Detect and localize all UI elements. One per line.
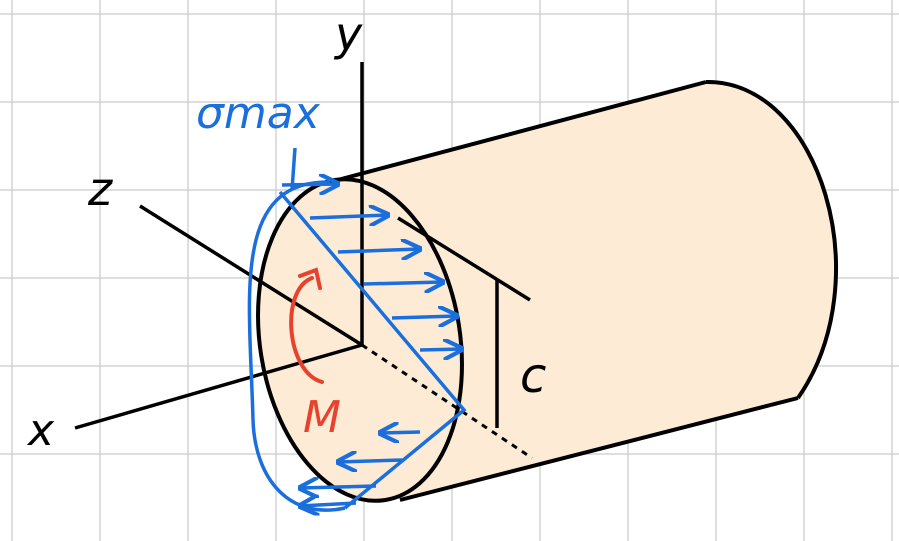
z-axis-label: z (87, 162, 113, 216)
dimension-leader (397, 216, 531, 302)
radius-dimension (397, 216, 531, 428)
cylinder-back-end (705, 79, 838, 400)
stress-arrow-9 (300, 486, 377, 488)
neutral-axis-dashed (361, 343, 533, 460)
max-stress-label: σmax (196, 88, 321, 139)
cylinder-top-edge (329, 80, 707, 184)
bending-moment (289, 267, 324, 384)
stress-distribution (247, 147, 467, 512)
stress-arrow-2 (309, 215, 388, 218)
radius-label: c (520, 348, 546, 404)
moment-curl-arrow (289, 276, 324, 384)
stress-leader (290, 147, 297, 191)
stress-arrow-4 (363, 282, 443, 284)
moment-label: M (303, 392, 341, 443)
stress-arrow-1 (281, 184, 338, 185)
stress-arrow-6 (419, 349, 462, 350)
stress-diagonal (278, 190, 467, 510)
y-axis-label: y (333, 7, 363, 61)
moment-arrowhead (298, 267, 322, 290)
stress-arrow-7 (380, 432, 421, 433)
stress-arrow-3 (337, 249, 420, 252)
stress-arrow-10 (300, 503, 357, 506)
x-axis-line (74, 343, 363, 430)
cylinder-bottom-edge (399, 396, 799, 502)
x-axis-label: x (26, 405, 55, 456)
stress-envelope (247, 180, 346, 512)
cylinder (256, 79, 838, 503)
stress-arrow-8 (338, 460, 403, 462)
stress-arrow-5 (391, 316, 457, 318)
